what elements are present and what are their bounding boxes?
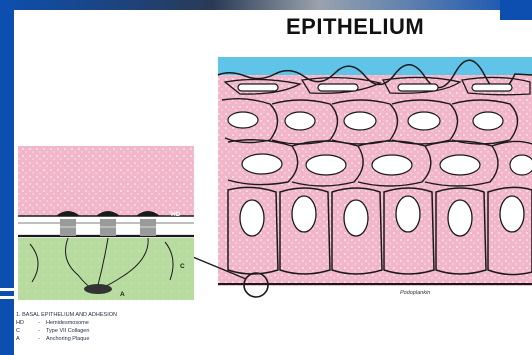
surface-layer (218, 57, 532, 75)
legend-dash: - (38, 335, 46, 343)
main-epithelium-panel (218, 57, 532, 298)
legend-abbr: HD (16, 319, 38, 327)
legend-abbr: C (16, 327, 38, 335)
legend-dash: - (38, 327, 46, 335)
legend-abbr: A (16, 335, 38, 343)
legend-dash: - (38, 319, 46, 327)
legend-item: HD-Hemidesmosome (16, 319, 216, 327)
basement-membrane-label: Podoplankin (400, 290, 430, 296)
legend-item: C-Type VII Collagen (16, 327, 216, 335)
legend-item: A-Anchoring Plaque (16, 335, 216, 343)
legend: 1. BASAL EPITHELIUM AND ADHESION HD-Hemi… (16, 311, 216, 343)
legend-text: Type VII Collagen (46, 328, 89, 334)
c-label: C (180, 263, 185, 270)
legend-text: Anchoring Plaque (46, 336, 89, 342)
inset-basal-cell (18, 146, 194, 216)
legend-text: Hemidesmosome (46, 320, 89, 326)
a-label: A (120, 291, 125, 298)
hd-label: HD (171, 211, 181, 218)
adhesion-inset (18, 146, 194, 300)
hemidesmosome-group (56, 211, 160, 236)
anchoring-plaque (84, 284, 112, 294)
legend-heading: 1. BASAL EPITHELIUM AND ADHESION (16, 311, 216, 319)
